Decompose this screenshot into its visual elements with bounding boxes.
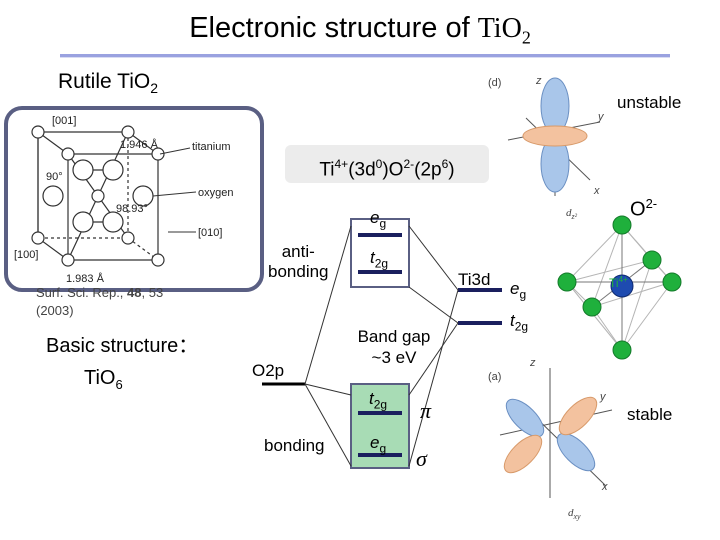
crystal-structure-frame: [001] [100] [010] 1.946 Å 1.983 Å 90° 98… — [4, 106, 264, 292]
o2p-label: O2p — [252, 361, 285, 380]
ligand-atoms — [557, 215, 682, 360]
stable-label: stable — [627, 405, 673, 424]
bond-angle-98: 98.93° — [116, 203, 148, 215]
electron-configuration: Ti4+(3d0)O2-(2p6) — [285, 145, 489, 183]
panel-d-label: (d) — [488, 77, 501, 89]
bond-angle-90: 90° — [46, 171, 63, 183]
axis-001-label: [001] — [52, 115, 76, 127]
citation: Surf. Sci. Rep., 48, 53 (2003) — [36, 285, 164, 318]
eg-bonding-label: eg — [370, 433, 387, 456]
oxygen-label: oxygen — [198, 187, 233, 199]
ti3d-eg-label: eg — [510, 279, 527, 302]
rutile-crystal-figure: [001] [100] [010] 1.946 Å 1.983 Å 90° 98… — [14, 115, 233, 285]
dxy-axis-x: x — [601, 481, 608, 493]
ti4-center-label: Ti4+ — [609, 275, 628, 290]
band-gap-label: Band gap ~3 eV — [357, 327, 431, 367]
dxy-axis-z: z — [529, 357, 536, 369]
panel-a-label: (a) — [488, 371, 501, 383]
basic-structure-label: Basic structure： TiO6 — [46, 335, 199, 392]
axis-010-label: [010] — [198, 227, 222, 239]
ti3d-label: Ti3d — [458, 270, 491, 289]
bond-length-long: 1.946 Å — [120, 138, 159, 151]
bonding-label: bonding — [264, 436, 325, 455]
t2g-bonding-label: t2g — [369, 389, 388, 412]
titanium-label: titanium — [192, 141, 231, 153]
unstable-label: unstable — [617, 93, 682, 112]
dxy-axis-y: y — [599, 391, 607, 403]
pi-bond-symbol: π — [420, 398, 432, 423]
axis-100-label: [100] — [14, 249, 38, 261]
antibonding-label: anti- bonding — [268, 242, 329, 281]
central-ti-atom — [610, 274, 634, 298]
bond-length-short: 1.983 Å — [66, 272, 105, 285]
ti3d-t2g-label: t2g — [510, 311, 529, 334]
antibonding-box — [350, 218, 410, 288]
sigma-bond-symbol: σ — [416, 446, 427, 471]
t2g-antibonding-label: t2g — [370, 248, 389, 271]
rutile-label: Rutile TiO2 — [58, 70, 158, 97]
eg-antibonding-label: eg — [370, 208, 387, 231]
dxy-orbital-label: dxy — [568, 507, 581, 521]
dz2-axis-z: z — [535, 75, 542, 87]
o2-ligand-label: O2- — [630, 196, 658, 221]
title-underline — [60, 54, 670, 58]
dz2-orbital-label: dz² — [566, 207, 578, 221]
dz2-axis-x: x — [593, 185, 600, 197]
page-title: Electronic structure of TiO2 — [189, 12, 531, 48]
dz2-axis-y: y — [597, 111, 605, 123]
dz2-orbital — [507, 77, 601, 196]
dxy-orbital — [499, 368, 613, 498]
